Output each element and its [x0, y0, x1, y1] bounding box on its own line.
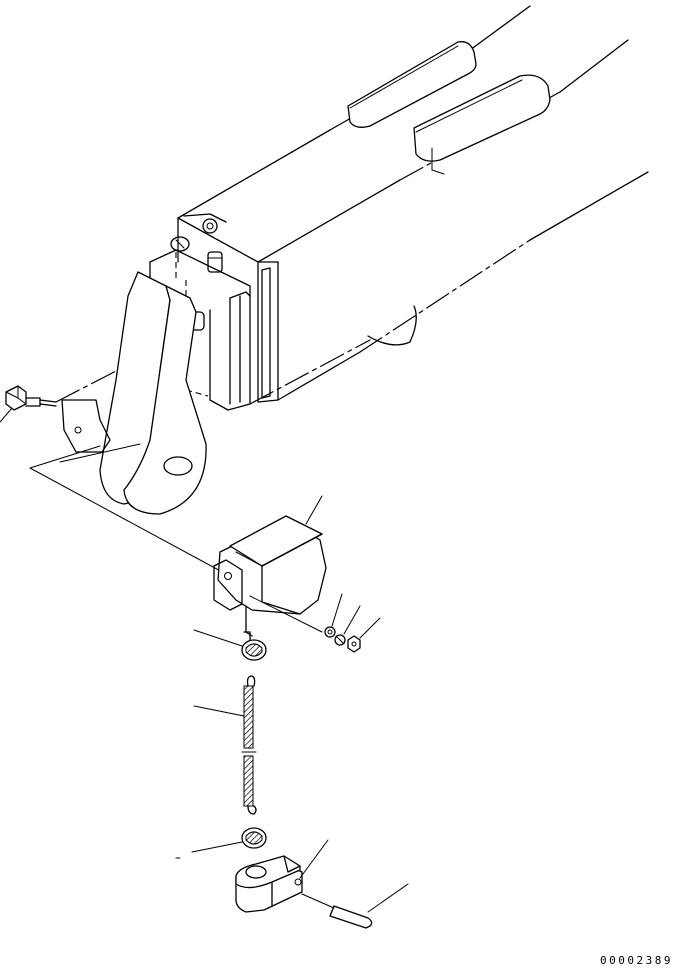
drawing-number: 00002389	[600, 954, 673, 967]
side-lug	[55, 369, 119, 453]
end-face-bolt-1	[202, 218, 218, 234]
washer	[324, 593, 343, 638]
weight-block	[213, 495, 327, 641]
nut	[347, 617, 381, 653]
lock-washer	[334, 605, 361, 646]
boom-assembly	[99, 5, 649, 515]
wire-rope	[193, 675, 257, 815]
clevis-socket	[235, 839, 329, 913]
upper-wire-thimble	[193, 629, 267, 661]
lower-wire-thimble	[175, 827, 267, 859]
end-face-bolt-2	[170, 236, 190, 252]
pin	[301, 883, 409, 929]
bolt	[0, 385, 57, 423]
